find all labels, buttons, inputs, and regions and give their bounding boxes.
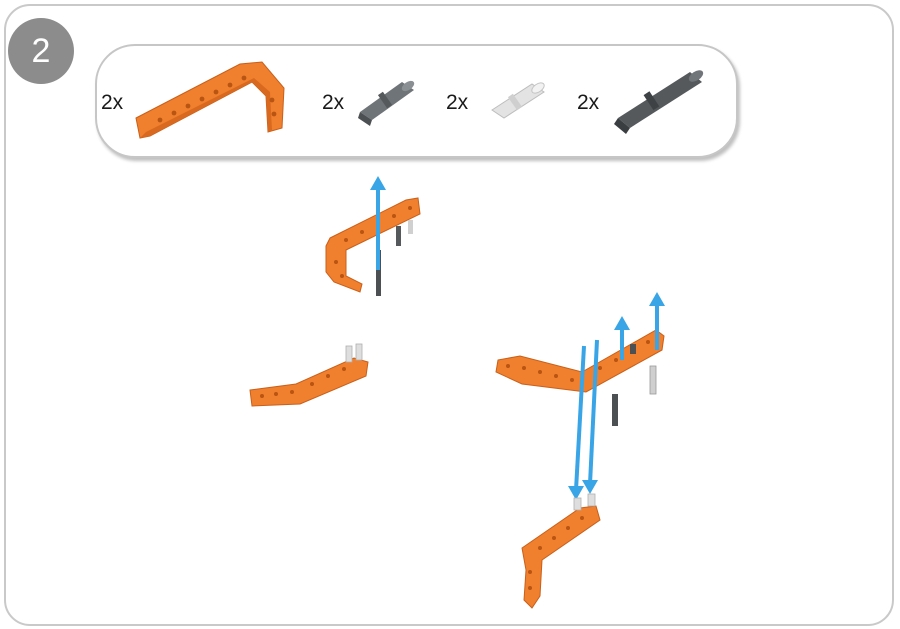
beam-assembly-bottom — [522, 494, 600, 608]
beam-assembly-left — [250, 344, 368, 406]
beam-assembly-right — [496, 292, 665, 500]
beam-assembly-top — [326, 176, 420, 296]
